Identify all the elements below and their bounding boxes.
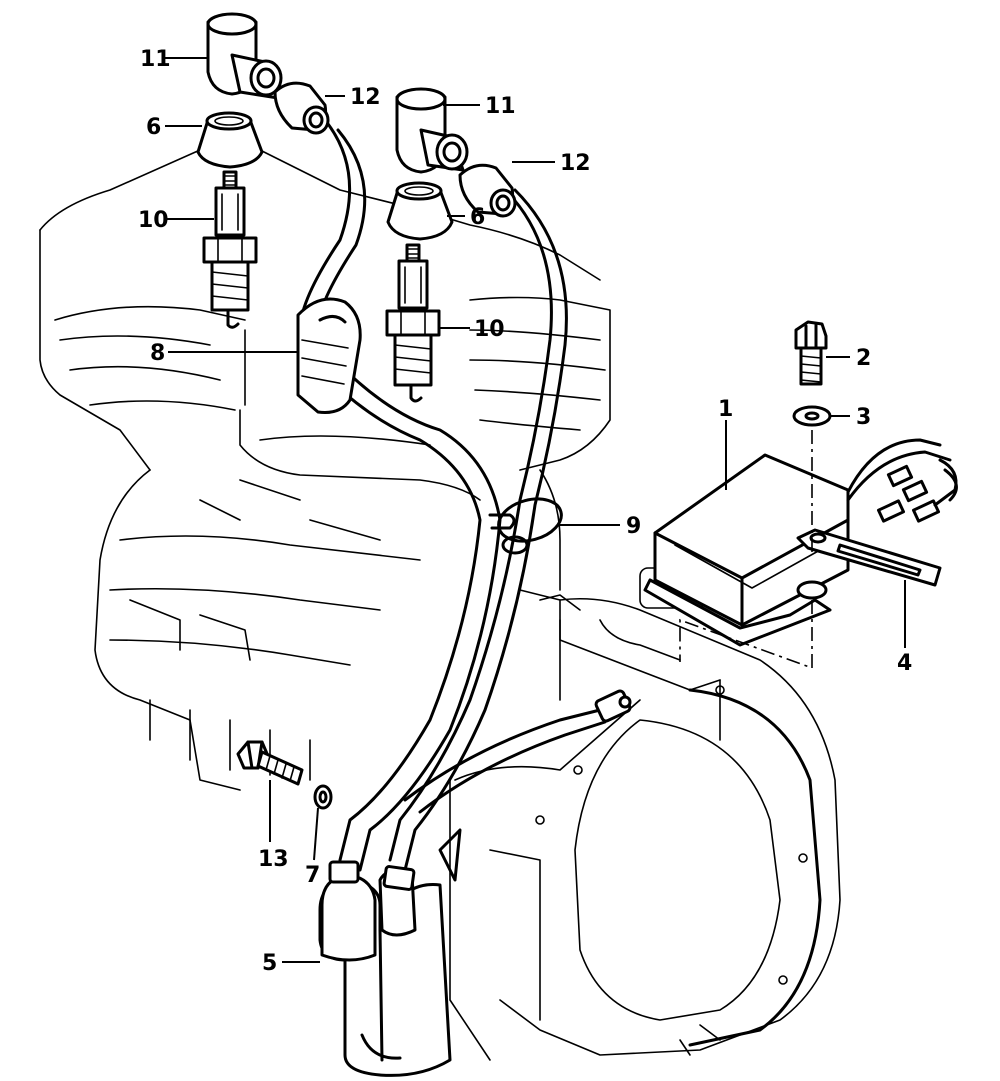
wire-clamp [488, 497, 563, 555]
wire-seal-right [458, 163, 517, 218]
callout-10-left: 10 [138, 208, 169, 233]
assembly-centerline-regulator [679, 430, 813, 670]
callout-7: 7 [305, 863, 320, 888]
callout-labels: 11 12 6 10 8 11 12 6 10 2 3 1 9 4 5 13 7 [138, 47, 912, 976]
callout-6-left: 6 [146, 115, 161, 140]
regulator-connectors [876, 458, 958, 523]
voltage-regulator [643, 438, 958, 647]
callout-9: 9 [626, 514, 641, 539]
plug-cap-left [206, 12, 283, 100]
coil-bolt [236, 740, 304, 786]
callout-11-right: 11 [485, 94, 516, 119]
callout-10-right: 10 [474, 317, 505, 342]
spark-plug-wires [298, 118, 568, 872]
callout-8: 8 [150, 341, 165, 366]
regulator-washer [792, 405, 832, 427]
callout-12-left: 12 [350, 85, 381, 110]
callout-11-left: 11 [140, 47, 171, 72]
ignition-coil [318, 828, 462, 1077]
callout-6-right: 6 [470, 205, 485, 230]
plug-cap-right [395, 87, 469, 174]
callout-13: 13 [258, 847, 289, 872]
callout-4: 4 [897, 651, 912, 676]
callout-1: 1 [718, 397, 733, 422]
spark-plug-boot-left [196, 111, 264, 169]
callout-2: 2 [856, 346, 871, 371]
regulator-bolt [794, 320, 828, 386]
wire-grommet [296, 297, 362, 414]
callout-3: 3 [856, 405, 871, 430]
spark-plug-right [385, 243, 441, 403]
callout-12-right: 12 [560, 151, 591, 176]
spark-plug-left [202, 170, 258, 329]
spark-plug-boot-right [386, 181, 454, 241]
coil-primary-wire [403, 689, 632, 814]
engine-outline [39, 144, 841, 1061]
wire-seal-left [273, 81, 330, 135]
coil-washer [313, 784, 333, 810]
leader-lines [163, 57, 906, 963]
callout-5: 5 [262, 951, 277, 976]
